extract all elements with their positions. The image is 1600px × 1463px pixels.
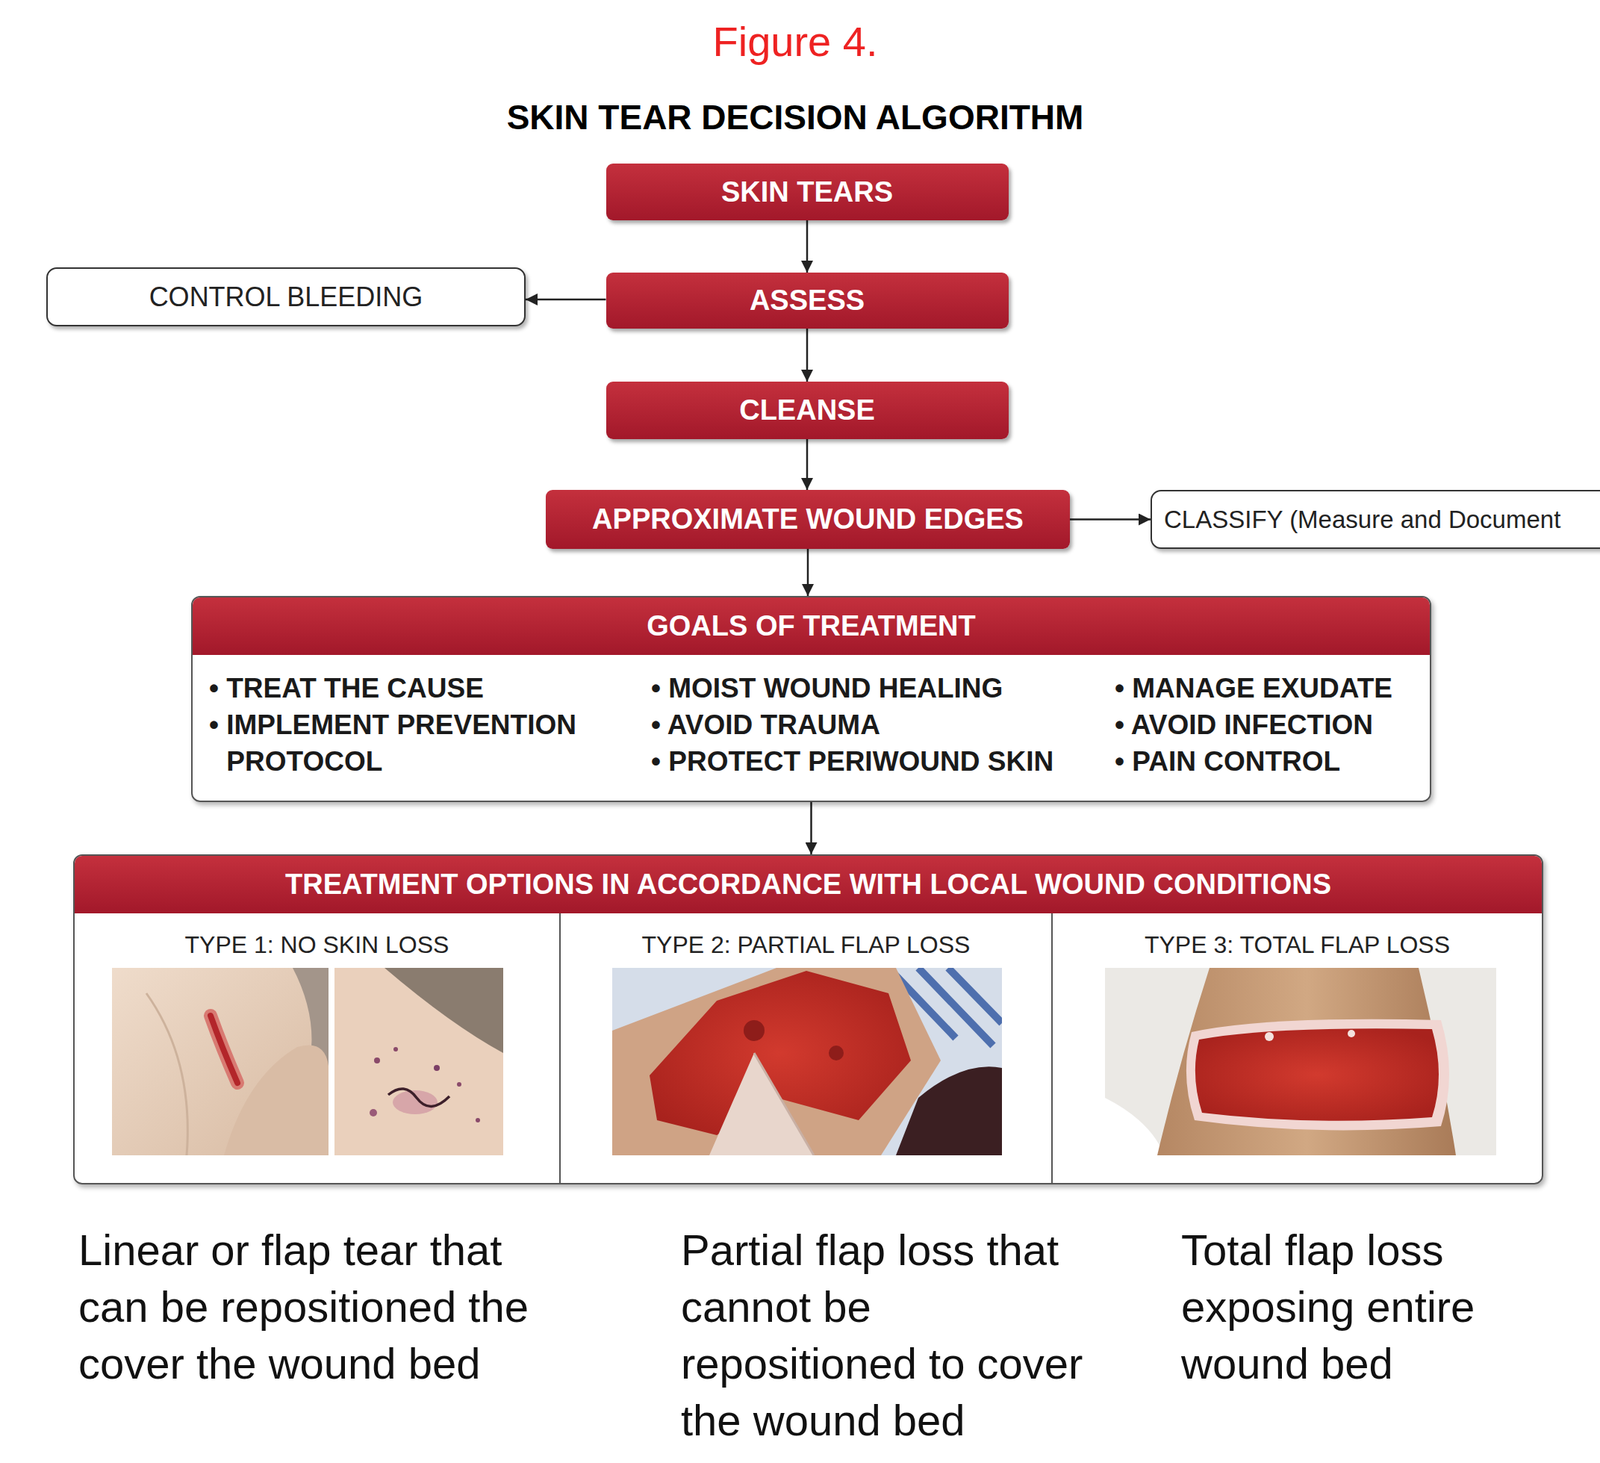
bullet-column: • MANAGE EXUDATE• AVOID INFECTION• PAIN … bbox=[1114, 669, 1415, 780]
process-box: ASSESS bbox=[606, 272, 1009, 329]
photo-total-flap-loss-part bbox=[1104, 967, 1497, 1156]
arrow-connector bbox=[810, 801, 813, 855]
goals-body: • TREAT THE CAUSE• IMPLEMENT PREVENTION … bbox=[192, 654, 1430, 801]
box-text: SKIN TEARS bbox=[721, 176, 893, 209]
start-box: SKIN TEARS bbox=[606, 163, 1009, 221]
type-description: Linear or flap tear that can be repositi… bbox=[78, 1221, 529, 1392]
photo-flap-tear-part bbox=[369, 1108, 378, 1117]
photo-total-flap-loss-part bbox=[1186, 1019, 1450, 1131]
bullet-column: • TREAT THE CAUSE• IMPLEMENT PREVENTION … bbox=[209, 669, 652, 780]
cell-heading: TYPE 2: PARTIAL FLAP LOSS bbox=[560, 913, 1052, 960]
process-box: APPROXIMATE WOUND EDGES bbox=[545, 489, 1070, 549]
photo-flap-tear-part bbox=[475, 1117, 481, 1123]
photo-flap-tear-part bbox=[388, 1088, 450, 1107]
photo-flap-tear-part bbox=[374, 1057, 381, 1064]
photo-flap-tear-part bbox=[456, 1081, 462, 1087]
photo-partial-flap-loss-part bbox=[754, 1052, 814, 1156]
photo-total-flap-loss-part bbox=[1157, 967, 1456, 1156]
bullet-item: • AVOID TRAUMA bbox=[651, 706, 1115, 743]
goals-panel: GOALS OF TREATMENT • TREAT THE CAUSE• IMP… bbox=[191, 595, 1432, 802]
cell-heading: TYPE 3: TOTAL FLAP LOSS bbox=[1052, 913, 1542, 960]
photo-flap-tear bbox=[334, 967, 504, 1156]
cell-heading: TYPE 1: NO SKIN LOSS bbox=[74, 913, 560, 960]
photo-total-flap-loss-part bbox=[1347, 1029, 1356, 1038]
arrow-connector bbox=[807, 548, 810, 596]
arrow-connector bbox=[806, 220, 809, 273]
options-panel: TREATMENT OPTIONS IN ACCORDANCE WITH LOC… bbox=[73, 854, 1544, 1185]
side-box: CLASSIFY (Measure and Document bbox=[1150, 489, 1600, 549]
bullet-item: • AVOID INFECTION bbox=[1114, 706, 1415, 743]
photo-total-flap-loss-part bbox=[1195, 1028, 1439, 1121]
bullet-item: • IMPLEMENT PREVENTION PROTOCOL bbox=[209, 706, 652, 780]
photo-total-flap-loss bbox=[1104, 967, 1497, 1156]
box-text: CONTROL BLEEDING bbox=[149, 281, 424, 313]
photo-partial-flap-loss-part bbox=[709, 1052, 814, 1156]
box-text: CLEANSE bbox=[739, 394, 876, 427]
process-box: CLEANSE bbox=[606, 381, 1009, 440]
type-description: Partial flap loss that cannot be reposit… bbox=[680, 1221, 1084, 1449]
bullet-column: • MOIST WOUND HEALING• AVOID TRAUMA• PRO… bbox=[651, 669, 1115, 780]
type-description: Total flap loss exposing entire wound be… bbox=[1181, 1221, 1589, 1392]
bullet-item: • TREAT THE CAUSE bbox=[209, 669, 652, 707]
photo-flap-tear-part bbox=[393, 1046, 398, 1052]
bullet-item: • PAIN CONTROL bbox=[1114, 742, 1415, 780]
photo-linear-tear-part bbox=[210, 1015, 238, 1083]
bullet-item: • MOIST WOUND HEALING bbox=[651, 669, 1115, 707]
diagram-title: SKIN TEAR DECISION ALGORITHM bbox=[0, 97, 1591, 138]
arrow-connector bbox=[806, 439, 809, 490]
photo-partial-flap-loss-part bbox=[612, 967, 1002, 1156]
photo-total-flap-loss-part bbox=[1264, 1031, 1274, 1041]
side-box: CONTROL BLEEDING bbox=[46, 267, 526, 327]
arrow-connector bbox=[525, 298, 607, 301]
photo-partial-flap-loss bbox=[612, 967, 1002, 1156]
box-text: ASSESS bbox=[749, 284, 865, 317]
bullet-item: • MANAGE EXUDATE bbox=[1114, 669, 1415, 707]
arrow-connector bbox=[1069, 518, 1151, 521]
bullet-item: • PROTECT PERIWOUND SKIN bbox=[651, 742, 1115, 780]
panel-heading: TREATMENT OPTIONS IN ACCORDANCE WITH LOC… bbox=[74, 855, 1542, 914]
type-cell: TYPE 1: NO SKIN LOSS bbox=[74, 913, 561, 1183]
box-text: APPROXIMATE WOUND EDGES bbox=[592, 503, 1024, 536]
photo-total-flap-loss-part bbox=[1104, 1097, 1165, 1156]
photo-partial-flap-loss-part bbox=[612, 967, 941, 1156]
box-text: CLASSIFY (Measure and Document bbox=[1163, 505, 1561, 534]
photo-partial-flap-loss-part bbox=[828, 1045, 844, 1061]
type-cell: TYPE 2: PARTIAL FLAP LOSS bbox=[560, 913, 1053, 1183]
figure-number: Figure 4. bbox=[0, 17, 1591, 66]
photo-flap-tear-part bbox=[334, 967, 504, 1156]
photo-flap-tear-part bbox=[433, 1064, 440, 1071]
panel-heading: GOALS OF TREATMENT bbox=[192, 597, 1430, 655]
type-cell: TYPE 3: TOTAL FLAP LOSS bbox=[1052, 913, 1542, 1183]
photo-linear-tear bbox=[111, 967, 329, 1156]
photo-linear-tear-part bbox=[111, 967, 329, 1156]
photo-linear-tear-part bbox=[146, 993, 188, 1156]
photo-linear-tear-part bbox=[210, 1015, 238, 1083]
photo-flap-tear-part bbox=[384, 967, 504, 1053]
arrow-connector bbox=[806, 328, 809, 382]
photo-partial-flap-loss-part bbox=[743, 1019, 765, 1041]
photo-linear-tear-part bbox=[223, 1044, 329, 1156]
